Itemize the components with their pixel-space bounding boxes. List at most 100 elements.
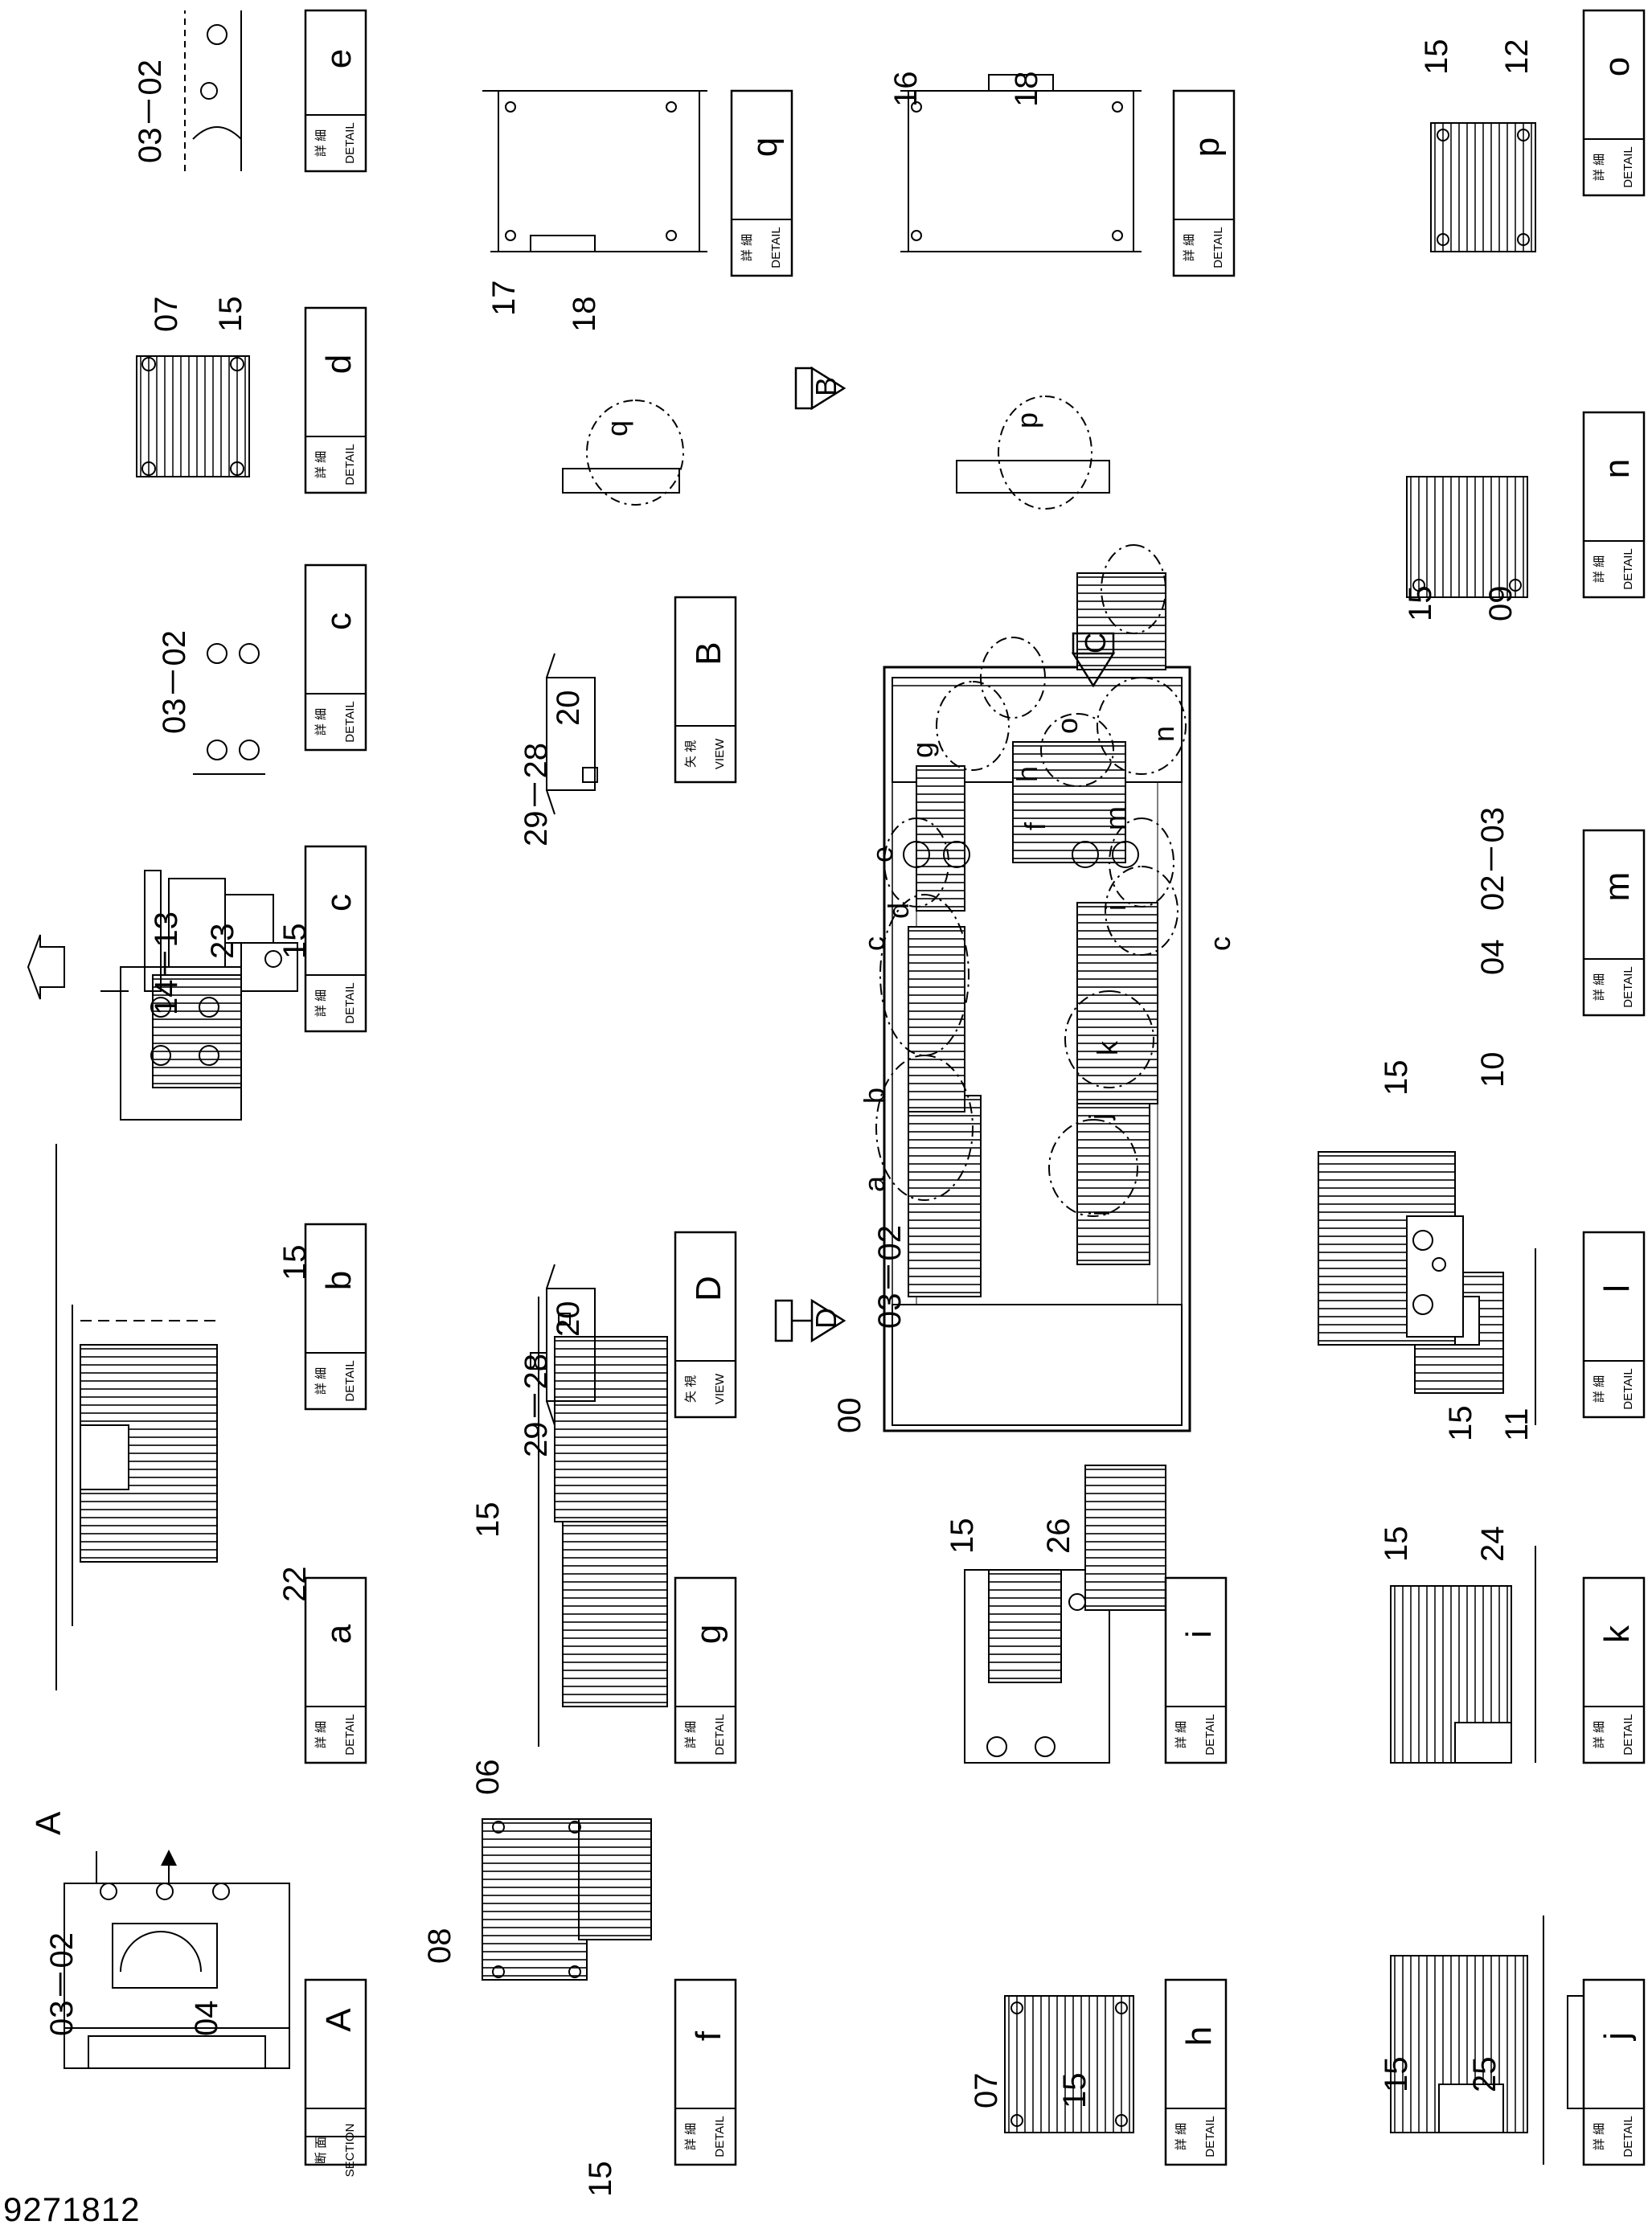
section-A-tag [304, 1978, 367, 2166]
detail-o-drawing [1430, 122, 1536, 252]
section-A-view [64, 1850, 290, 2069]
tag-B-letter: B [689, 641, 728, 665]
detail-h-drawing [1004, 1995, 1134, 2133]
tag-D-letter: D [689, 1276, 728, 1301]
tag-A-letter: A [319, 2008, 359, 2032]
detail-g-tag [674, 1576, 737, 1764]
callout-g-06: 06 [470, 1760, 506, 1796]
view-arrow-D-label: D [810, 1308, 842, 1329]
detail-j-drawing [1390, 1916, 1584, 2165]
tag-a-letter: a [319, 1624, 359, 1644]
circle-label-k: k [1091, 1040, 1124, 1055]
tag-o-en: DETAIL [1621, 146, 1635, 187]
callout-g-15: 15 [470, 1502, 506, 1539]
view-D-drawing [546, 1264, 596, 1426]
callout-f-15: 15 [583, 2161, 618, 2198]
callout-a-23: 23 [205, 924, 240, 960]
callout-f-08: 08 [422, 1928, 457, 1965]
tag-n-jp: 詳 細 [1593, 555, 1606, 583]
tag-c2-letter: c [319, 613, 359, 630]
tag-j-jp: 詳 細 [1593, 2123, 1606, 2150]
tag-l-en: DETAIL [1621, 1368, 1635, 1409]
main-frame-plan-view [875, 544, 1191, 1432]
callout-k-24: 24 [1475, 1526, 1511, 1563]
callout-h-15: 15 [1057, 2073, 1092, 2109]
detail-j-tag [1582, 1978, 1646, 2166]
main-view-labels: D B C A a b c c d e f g h i i j k m n o … [29, 377, 1236, 1835]
callout-D-2928: 29－28 [519, 1354, 554, 1457]
circle-label-j: j [1083, 1113, 1116, 1121]
detail-d-drawing [136, 355, 250, 477]
tag-b-en: DETAIL [343, 1360, 357, 1401]
callout-B-20: 20 [551, 690, 586, 727]
view-arrow-B-label: B [810, 377, 842, 396]
circle-label-i-lower: i [1083, 1210, 1116, 1216]
detail-k-tag [1582, 1576, 1646, 1764]
callout-d-07: 07 [149, 297, 184, 333]
detail-p-tag [1172, 89, 1236, 277]
callout-l-11: 11 [1499, 1407, 1535, 1441]
detail-q-drawing [482, 90, 707, 252]
callout-D-20: 20 [551, 1301, 586, 1338]
circle-label-p: p [1010, 412, 1043, 428]
callout-A-04: 04 [189, 2001, 224, 2037]
tag-q-en: DETAIL [769, 227, 783, 268]
tag-l-jp: 詳 細 [1593, 1375, 1606, 1403]
circle-label-b: b [858, 1088, 891, 1104]
detail-i-drawing [964, 1465, 1166, 1764]
detail-a-tag [304, 1576, 367, 1764]
tag-c2-jp: 詳 細 [314, 708, 328, 735]
callout-d-15: 15 [213, 297, 248, 333]
tag-h-letter: h [1179, 2026, 1219, 2046]
tag-e-en: DETAIL [343, 122, 357, 163]
callout-e-0302: 03－02 [133, 59, 168, 163]
detail-c1-tag [304, 845, 367, 1033]
tag-p-en: DETAIL [1211, 227, 1225, 268]
tag-k-letter: k [1597, 1625, 1637, 1643]
callout-o-15: 15 [1419, 39, 1454, 76]
tag-letters: A a b c c d e f g D B q h i p j k l m n … [319, 49, 1637, 2046]
detail-b-drawing [55, 1144, 218, 1690]
tag-B-jp: 矢 視 [684, 740, 698, 768]
tag-b-letter: b [319, 1271, 359, 1290]
callout-h-07: 07 [969, 2073, 1004, 2109]
tag-p-jp: 詳 細 [1183, 234, 1196, 261]
callout-q-17: 17 [486, 281, 522, 317]
tag-d-jp: 詳 細 [314, 451, 328, 478]
circle-label-h: h [1010, 766, 1043, 782]
tag-d-letter: d [319, 354, 359, 374]
callout-m-0203: 02－03 [1475, 807, 1511, 911]
tag-g-en: DETAIL [713, 1714, 727, 1755]
callout-i-0302: 03－02 [872, 1225, 908, 1329]
callout-m-15: 15 [1379, 1060, 1414, 1096]
circle-label-i-upper: i [1099, 904, 1132, 911]
tag-f-letter: f [689, 2030, 728, 2041]
tag-subtexts: 断 面 SECTION 詳 細 DETAIL 詳 細 DETAIL 詳 細 DE… [314, 122, 1635, 2177]
tag-n-en: DETAIL [1621, 548, 1635, 589]
tag-o-letter: o [1597, 57, 1637, 76]
detail-e-drawing [184, 10, 242, 171]
tag-e-letter: e [319, 49, 359, 68]
callout-m-10: 10 [1475, 1052, 1511, 1088]
tag-g-jp: 詳 細 [684, 1721, 698, 1748]
tag-h-en: DETAIL [1203, 2116, 1217, 2157]
circle-label-q: q [601, 420, 633, 436]
detail-g-drawing [530, 1297, 668, 1747]
tag-m-en: DETAIL [1621, 966, 1635, 1007]
tag-b-jp: 詳 細 [314, 1367, 328, 1395]
circle-label-e: e [866, 846, 899, 863]
tag-d-en: DETAIL [343, 444, 357, 485]
tag-i-letter: i [1179, 1630, 1219, 1638]
tag-D-jp: 矢 視 [684, 1375, 698, 1403]
view-B-tag [674, 596, 737, 784]
tag-j-en: DETAIL [1621, 2116, 1635, 2157]
tag-k-jp: 詳 細 [1593, 1721, 1606, 1748]
detail-e-tag [304, 9, 367, 173]
detail-p-oval [956, 395, 1110, 510]
detail-i-tag [1164, 1576, 1228, 1764]
detail-q-oval [562, 399, 684, 506]
tag-c1-en: DETAIL [343, 982, 357, 1023]
callout-b-15: 15 [277, 1245, 313, 1281]
